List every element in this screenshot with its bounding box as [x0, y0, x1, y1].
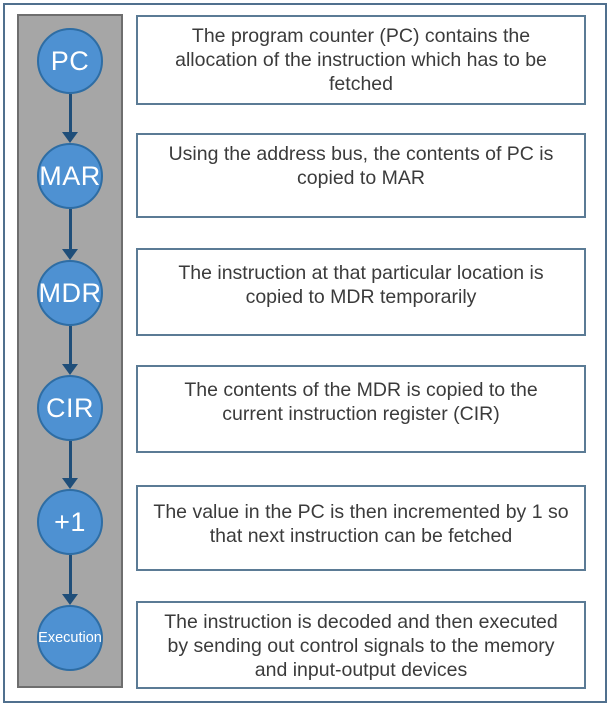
node-increment-label: +1: [54, 506, 86, 537]
step-description-mdr-text: The instruction at that particular locat…: [178, 262, 544, 308]
step-description-pc: The program counter (PC) contains the al…: [136, 15, 586, 105]
arrow-down-icon: [62, 94, 78, 143]
step-description-increment: The value in the PC is then incremented …: [136, 485, 586, 571]
arrow-head: [62, 478, 78, 489]
node-mar-label: MAR: [39, 160, 101, 191]
arrow-head: [62, 364, 78, 375]
step-description-mar-text: Using the address bus, the contents of P…: [168, 143, 554, 189]
arrow-head: [62, 132, 78, 143]
arrow-shaft: [68, 326, 72, 364]
arrow-head: [62, 249, 78, 260]
step-description-mdr: The instruction at that particular locat…: [136, 248, 586, 336]
node-increment: +1: [37, 489, 103, 555]
node-mdr: MDR: [37, 260, 103, 326]
node-execution: Execution: [37, 605, 103, 671]
node-mdr-label: MDR: [38, 277, 102, 308]
step-description-cir-text: The contents of the MDR is copied to the…: [184, 379, 538, 425]
arrow-down-icon: [62, 555, 78, 605]
arrow-down-icon: [62, 209, 78, 260]
node-pc-label: PC: [50, 45, 90, 76]
node-pc: PC: [37, 28, 103, 94]
step-description-increment-text: The value in the PC is then incremented …: [153, 501, 569, 547]
node-execution-label: Execution: [38, 630, 102, 646]
arrow-shaft: [68, 441, 72, 478]
cycle-stage-column: PC MAR MDR CIR +1: [17, 14, 123, 688]
node-cir-label: CIR: [46, 392, 94, 423]
step-description-mar: Using the address bus, the contents of P…: [136, 133, 586, 218]
arrow-down-icon: [62, 441, 78, 489]
step-description-cir: The contents of the MDR is copied to the…: [136, 365, 586, 453]
node-cir: CIR: [37, 375, 103, 441]
arrow-shaft: [68, 209, 72, 249]
step-description-execution-text: The instruction is decoded and then exec…: [164, 611, 558, 681]
arrow-shaft: [68, 94, 72, 132]
arrow-head: [62, 594, 78, 605]
step-description-execution: The instruction is decoded and then exec…: [136, 601, 586, 689]
arrow-shaft: [68, 555, 72, 594]
node-mar: MAR: [37, 143, 103, 209]
arrow-down-icon: [62, 326, 78, 375]
step-description-pc-text: The program counter (PC) contains the al…: [175, 25, 547, 95]
